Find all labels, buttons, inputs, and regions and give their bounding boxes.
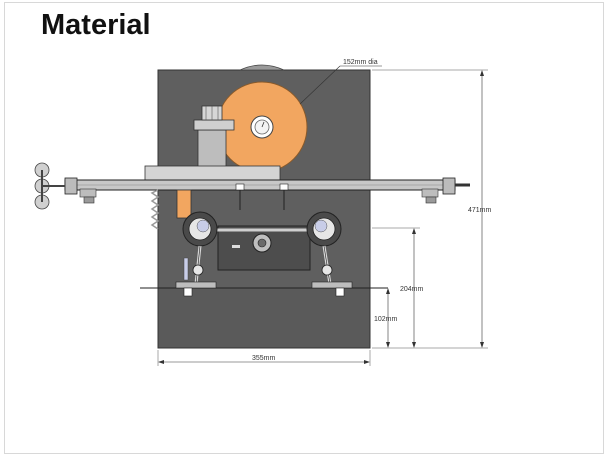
base-height-label: 102mm	[374, 316, 398, 323]
wheel-diameter-label: 152mm dia	[343, 59, 378, 66]
handwheel-knobs	[34, 162, 65, 210]
orange-clamp	[176, 189, 192, 219]
tool-column	[197, 129, 227, 169]
base-block	[157, 287, 371, 349]
upper-height-label: 204mm	[400, 286, 424, 293]
slide-title: Material	[41, 9, 151, 41]
overall-height-label: 471mm	[468, 207, 492, 214]
top-cap	[239, 64, 285, 71]
left-pulley	[182, 211, 218, 247]
right-pulley	[306, 211, 342, 247]
saw-edge	[150, 189, 160, 230]
base-width-label: 355mm	[252, 355, 276, 362]
